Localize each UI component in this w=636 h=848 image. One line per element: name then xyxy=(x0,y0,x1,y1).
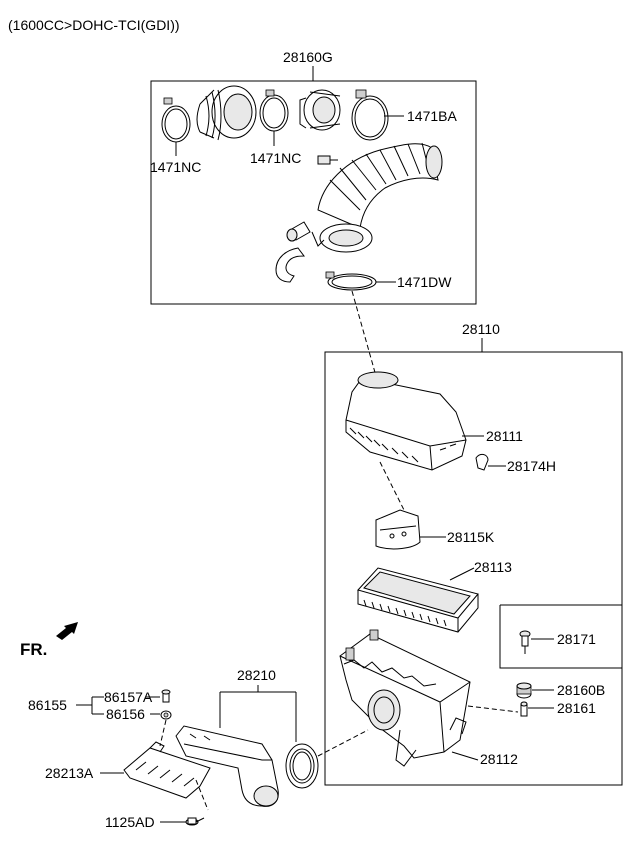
filter-element-icon[interactable] xyxy=(357,567,479,633)
label-1125ad[interactable]: 1125AD xyxy=(105,814,155,830)
label-86157a[interactable]: 86157A xyxy=(104,689,153,705)
group-28110: 28110 28111 28174H 28115K xyxy=(324,321,623,786)
label-28174h[interactable]: 28174H xyxy=(507,458,556,474)
air-cleaner-body-icon[interactable] xyxy=(339,629,471,767)
label-28160b[interactable]: 28160B xyxy=(557,682,605,698)
clamp-1471ba-icon[interactable] xyxy=(351,89,389,141)
bolt-1125ad-icon[interactable] xyxy=(185,817,205,826)
grommet-28160b-icon[interactable] xyxy=(516,682,532,699)
bolt-28171-icon[interactable] xyxy=(519,630,531,654)
label-86155[interactable]: 86155 xyxy=(28,697,67,713)
clip-28174h-icon[interactable] xyxy=(475,453,489,471)
label-28160g[interactable]: 28160G xyxy=(283,49,333,65)
resonator-elbow-icon[interactable] xyxy=(196,85,257,141)
seal-ring-icon[interactable] xyxy=(285,743,319,789)
air-intake-duct-icon[interactable] xyxy=(175,725,279,807)
label-28115k[interactable]: 28115K xyxy=(447,529,495,545)
nipple-icon[interactable] xyxy=(286,221,311,242)
small-clip-icon[interactable] xyxy=(311,231,325,247)
label-28110[interactable]: 28110 xyxy=(462,321,500,337)
clamp-1471dw-icon[interactable] xyxy=(325,271,377,291)
label-28171[interactable]: 28171 xyxy=(557,631,596,647)
label-86156[interactable]: 86156 xyxy=(106,706,145,722)
label-28113[interactable]: 28113 xyxy=(474,559,512,575)
grommet-86156-icon[interactable] xyxy=(160,710,172,720)
pin-28161-icon[interactable] xyxy=(520,701,528,717)
front-arrow-icon xyxy=(56,622,78,640)
label-28213a[interactable]: 28213A xyxy=(45,765,94,781)
label-1471dw[interactable]: 1471DW xyxy=(397,274,452,290)
label-1471nc-middle[interactable]: 1471NC xyxy=(250,150,301,166)
label-28210[interactable]: 28210 xyxy=(237,667,276,683)
engine-spec-title: (1600CC>DOHC-TCI(GDI)) xyxy=(8,17,180,33)
rubber-sleeve-icon[interactable] xyxy=(299,89,341,131)
duct-28115k-icon[interactable] xyxy=(375,509,421,550)
intake-hose-icon[interactable] xyxy=(317,142,443,253)
label-1471ba[interactable]: 1471BA xyxy=(407,108,457,124)
front-label: FR. xyxy=(20,640,47,659)
group-28160g: 28160G xyxy=(150,49,477,305)
clamp-1471nc-middle-icon[interactable] xyxy=(259,89,289,132)
group-28210: 28210 28213A xyxy=(28,667,369,830)
bolt-icon[interactable] xyxy=(317,155,338,165)
label-28112[interactable]: 28112 xyxy=(480,751,518,767)
label-28111[interactable]: 28111 xyxy=(486,428,523,444)
front-direction-indicator: FR. xyxy=(20,622,78,659)
clamp-1471nc-left-icon[interactable] xyxy=(161,97,191,143)
group-28110-frame xyxy=(324,351,623,786)
subgroup-28171-frame xyxy=(499,604,622,669)
breather-hose-icon[interactable] xyxy=(275,247,305,283)
label-28161[interactable]: 28161 xyxy=(557,700,596,716)
air-cleaner-cover-icon[interactable] xyxy=(345,371,467,471)
bolt-86157a-icon[interactable] xyxy=(161,689,171,703)
label-1471nc-left[interactable]: 1471NC xyxy=(150,159,201,175)
